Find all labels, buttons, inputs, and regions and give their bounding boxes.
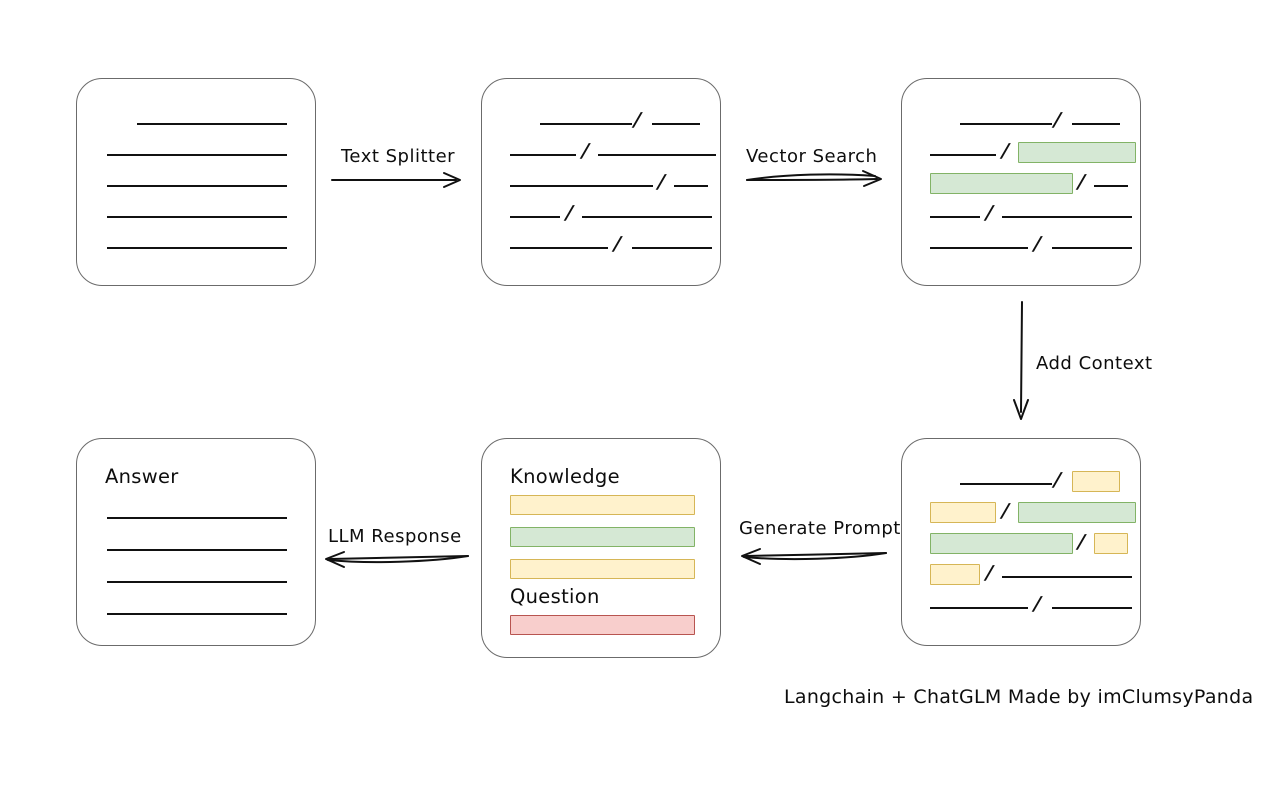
chunk-line xyxy=(632,247,712,249)
node-prompt[interactable]: Knowledge Question xyxy=(481,438,721,658)
separator-slash: / xyxy=(985,562,994,584)
doc-line xyxy=(107,185,287,187)
separator-slash: / xyxy=(1033,593,1042,615)
chunk-line xyxy=(510,154,576,156)
separator-slash: / xyxy=(1053,469,1062,491)
chunk-line xyxy=(930,216,980,218)
answer-line xyxy=(107,581,287,583)
separator-slash: / xyxy=(1053,109,1062,131)
arrow-text-splitter xyxy=(331,172,461,188)
edge-label-llm-response: LLM Response xyxy=(328,526,462,547)
separator-slash: / xyxy=(1033,233,1042,255)
chunk-line xyxy=(510,185,653,187)
chunk-line xyxy=(582,216,712,218)
separator-slash: / xyxy=(985,202,994,224)
chunk-line xyxy=(1002,576,1132,578)
node-split-chunks[interactable]: / / / / / xyxy=(481,78,721,286)
chunk-line xyxy=(510,247,608,249)
separator-slash: / xyxy=(657,171,666,193)
arrow-llm-response xyxy=(325,551,469,568)
question-bar[interactable] xyxy=(510,615,695,635)
doc-line xyxy=(107,247,287,249)
separator-slash: / xyxy=(1001,140,1010,162)
edge-label-text-splitter: Text Splitter xyxy=(341,146,456,167)
retrieved-chunk-green[interactable] xyxy=(930,173,1073,194)
chunk-line xyxy=(674,185,708,187)
context-chunk-yellow[interactable] xyxy=(930,564,980,585)
chunk-line xyxy=(930,607,1028,609)
separator-slash: / xyxy=(1077,531,1086,553)
node-retrieved-chunks[interactable]: / / / / / xyxy=(901,78,1141,286)
separator-slash: / xyxy=(581,140,590,162)
knowledge-bar[interactable] xyxy=(510,559,695,579)
question-label: Question xyxy=(510,585,600,608)
doc-line xyxy=(137,123,287,125)
node-answer[interactable]: Answer xyxy=(76,438,316,646)
edge-label-add-context: Add Context xyxy=(1036,353,1153,374)
context-chunk-yellow[interactable] xyxy=(930,502,996,523)
chunk-line xyxy=(930,154,996,156)
chunk-line xyxy=(1052,607,1132,609)
edge-label-generate-prompt: Generate Prompt xyxy=(739,518,901,539)
retrieved-chunk-green[interactable] xyxy=(1018,142,1136,163)
separator-slash: / xyxy=(633,109,642,131)
chunk-line xyxy=(960,123,1052,125)
separator-slash: / xyxy=(1077,171,1086,193)
doc-line xyxy=(107,154,287,156)
edge-label-vector-search: Vector Search xyxy=(746,146,878,167)
separator-slash: / xyxy=(565,202,574,224)
context-chunk-yellow[interactable] xyxy=(1094,533,1128,554)
answer-title: Answer xyxy=(105,465,179,488)
answer-line xyxy=(107,517,287,519)
knowledge-label: Knowledge xyxy=(510,465,620,488)
context-chunk-yellow[interactable] xyxy=(1072,471,1120,492)
chunk-line xyxy=(652,123,700,125)
footer-credit: Langchain + ChatGLM Made by imClumsyPand… xyxy=(784,686,1254,708)
knowledge-bar[interactable] xyxy=(510,495,695,515)
chunk-line xyxy=(540,123,632,125)
chunk-line xyxy=(598,154,716,156)
chunk-line xyxy=(510,216,560,218)
doc-line xyxy=(107,216,287,218)
chunk-line xyxy=(1052,247,1132,249)
chunk-line xyxy=(1072,123,1120,125)
node-context-chunks[interactable]: / / / / / xyxy=(901,438,1141,646)
context-chunk-green[interactable] xyxy=(930,533,1073,554)
chunk-line xyxy=(1094,185,1128,187)
chunk-line xyxy=(960,483,1052,485)
knowledge-bar[interactable] xyxy=(510,527,695,547)
arrow-add-context xyxy=(1013,301,1029,420)
answer-line xyxy=(107,613,287,615)
answer-line xyxy=(107,549,287,551)
chunk-line xyxy=(1002,216,1132,218)
chunk-line xyxy=(930,247,1028,249)
separator-slash: / xyxy=(613,233,622,255)
arrow-generate-prompt xyxy=(741,548,887,565)
context-chunk-green[interactable] xyxy=(1018,502,1136,523)
arrow-vector-search xyxy=(746,170,882,187)
separator-slash: / xyxy=(1001,500,1010,522)
node-source-document[interactable] xyxy=(76,78,316,286)
